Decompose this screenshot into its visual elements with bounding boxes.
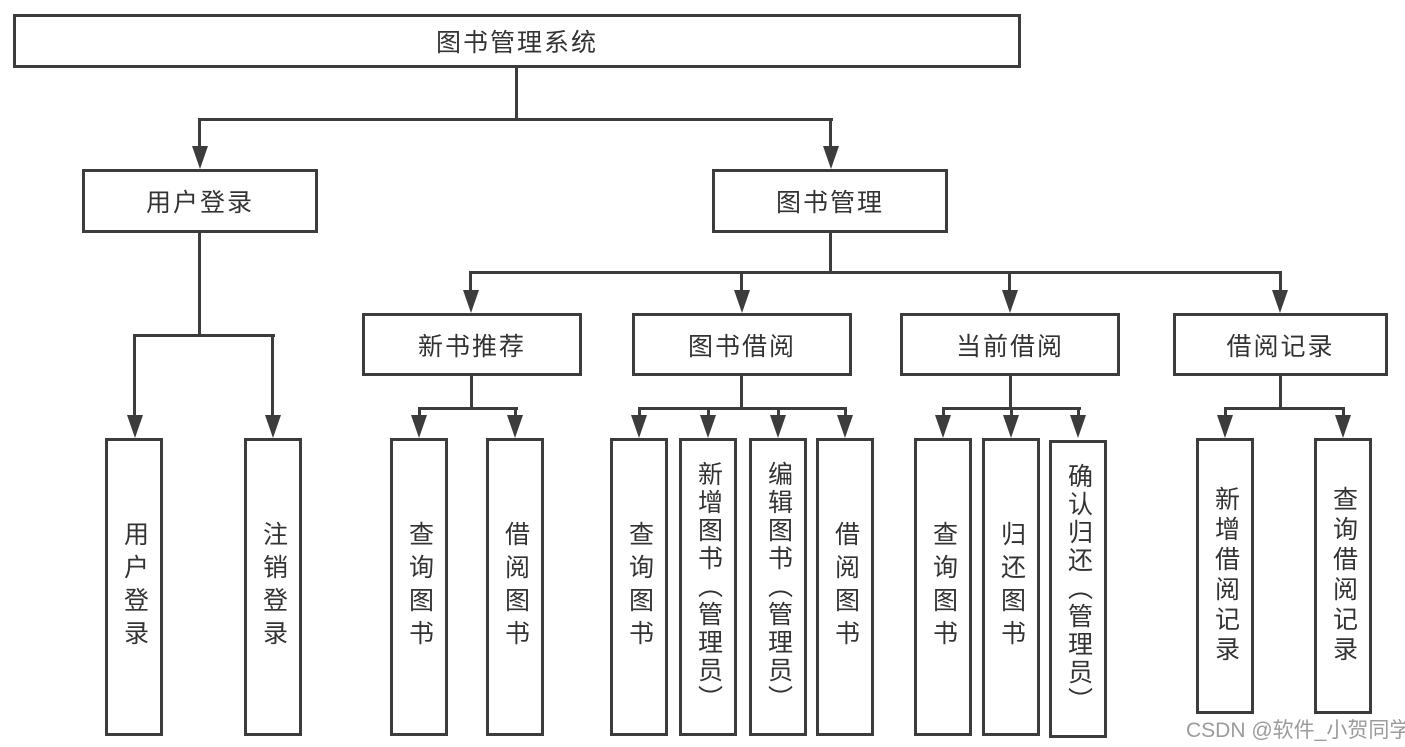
connector-line — [271, 334, 274, 418]
leaf-edit-book-admin: 编辑图书（管理员） — [749, 438, 807, 736]
connector-line — [707, 407, 710, 420]
arrow-down-icon — [127, 415, 143, 438]
leaf-query-books-1-label: 查询图书 — [405, 521, 434, 653]
leaf-return-books: 归还图书 — [982, 438, 1040, 736]
connector-line — [1224, 407, 1345, 410]
leaf-logout-label: 注销登录 — [259, 521, 288, 653]
leaf-confirm-return-admin: 确认归还（管理员） — [1049, 440, 1107, 738]
node-book-borrow-label: 图书借阅 — [687, 332, 796, 361]
arrow-down-icon — [192, 146, 208, 169]
leaf-query-books-2-label: 查询图书 — [625, 521, 654, 653]
arrow-down-icon — [1335, 415, 1351, 438]
connector-line — [1010, 407, 1013, 420]
node-user-login: 用户登录 — [82, 169, 318, 233]
leaf-borrow-books-1-label: 借阅图书 — [501, 521, 530, 653]
connector-line — [638, 407, 847, 410]
arrow-down-icon — [1002, 290, 1018, 313]
leaf-logout: 注销登录 — [244, 438, 302, 736]
connector-line — [829, 233, 832, 274]
connector-line — [740, 376, 743, 410]
leaf-query-books-2: 查询图书 — [610, 438, 668, 736]
connector-line — [1008, 271, 1011, 292]
connector-line — [1342, 407, 1345, 420]
connector-line — [470, 376, 473, 410]
connector-line — [777, 407, 780, 420]
connector-line — [1279, 271, 1282, 292]
node-book-management: 图书管理 — [712, 169, 948, 233]
leaf-add-book-admin: 新增图书（管理员） — [679, 438, 737, 736]
connector-line — [1077, 407, 1080, 420]
connector-line — [1009, 376, 1012, 410]
node-borrow-records: 借阅记录 — [1173, 313, 1388, 376]
arrow-down-icon — [1003, 415, 1019, 438]
arrow-down-icon — [507, 415, 523, 438]
node-user-login-label: 用户登录 — [145, 189, 254, 217]
connector-line — [133, 334, 136, 418]
node-book-management-label: 图书管理 — [775, 189, 884, 217]
leaf-add-borrow-record: 新增借阅记录 — [1196, 438, 1254, 714]
connector-line — [844, 407, 847, 420]
arrow-down-icon — [734, 290, 750, 313]
arrow-down-icon — [700, 415, 716, 438]
arrow-down-icon — [935, 415, 951, 438]
leaf-borrow-books-1: 借阅图书 — [486, 438, 544, 736]
arrow-down-icon — [770, 415, 786, 438]
connector-line — [418, 407, 421, 420]
node-root-label: 图书管理系统 — [435, 29, 598, 57]
connector-line — [1279, 376, 1282, 410]
connector-line — [469, 271, 472, 292]
leaf-user-login: 用户登录 — [105, 438, 163, 736]
connector-line — [198, 233, 201, 337]
connector-line — [133, 334, 275, 337]
connector-line — [638, 407, 641, 420]
connector-line — [829, 118, 832, 150]
leaf-borrow-books-2-label: 借阅图书 — [831, 521, 860, 653]
arrow-down-icon — [463, 290, 479, 313]
leaf-query-books-3-label: 查询图书 — [929, 521, 958, 653]
leaf-confirm-return-admin-label: 确认归还（管理员） — [1064, 463, 1093, 715]
connector-line — [942, 407, 945, 420]
connector-line — [198, 118, 833, 121]
csdn-watermark: CSDN @软件_小贺同学 — [1186, 719, 1405, 742]
node-current-borrow-label: 当前借阅 — [955, 332, 1064, 361]
node-book-borrow: 图书借阅 — [632, 313, 852, 376]
connector-line — [740, 271, 743, 292]
arrow-down-icon — [1217, 415, 1233, 438]
node-root: 图书管理系统 — [13, 14, 1021, 68]
arrow-down-icon — [823, 146, 839, 169]
leaf-borrow-books-2: 借阅图书 — [816, 438, 874, 736]
leaf-return-books-label: 归还图书 — [997, 521, 1026, 653]
connector-line — [1224, 407, 1227, 420]
leaf-query-borrow-record: 查询借阅记录 — [1314, 438, 1372, 714]
leaf-edit-book-admin-label: 编辑图书（管理员） — [764, 461, 793, 713]
arrow-down-icon — [1272, 290, 1288, 313]
arrow-down-icon — [265, 415, 281, 438]
leaf-query-borrow-record-label: 查询借阅记录 — [1329, 486, 1358, 666]
node-new-book-recommend-label: 新书推荐 — [417, 332, 526, 361]
connector-line — [514, 407, 517, 420]
node-new-book-recommend: 新书推荐 — [362, 313, 582, 376]
arrow-down-icon — [631, 415, 647, 438]
leaf-add-book-admin-label: 新增图书（管理员） — [694, 461, 723, 713]
arrow-down-icon — [411, 415, 427, 438]
arrow-down-icon — [1070, 415, 1086, 438]
arrow-down-icon — [837, 415, 853, 438]
connector-line — [515, 67, 518, 120]
leaf-query-books-3: 查询图书 — [914, 438, 972, 736]
connector-line — [198, 118, 201, 150]
node-current-borrow: 当前借阅 — [900, 313, 1120, 376]
leaf-query-books-1: 查询图书 — [390, 438, 448, 736]
connector-line — [469, 271, 1282, 274]
connector-line — [418, 407, 518, 410]
leaf-user-login-label: 用户登录 — [120, 521, 149, 653]
node-borrow-records-label: 借阅记录 — [1226, 332, 1335, 361]
leaf-add-borrow-record-label: 新增借阅记录 — [1211, 486, 1240, 666]
